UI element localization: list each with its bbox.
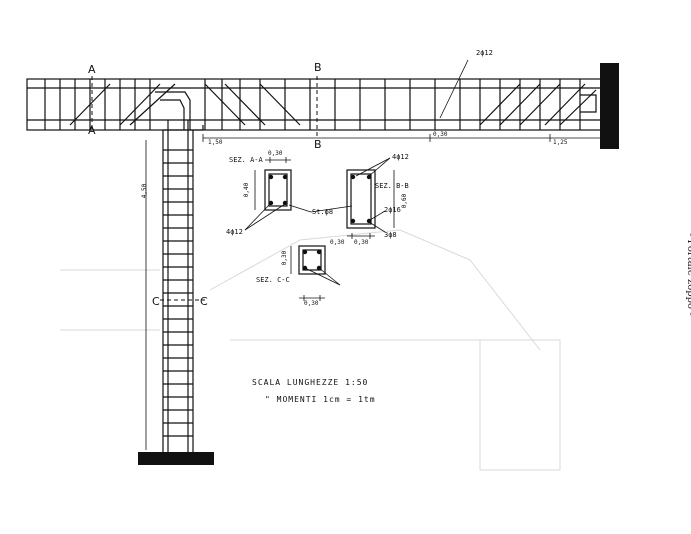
section-mark-c-right: C <box>200 295 208 308</box>
dim-mid: 0,30 <box>433 131 448 138</box>
dim-bb-height: 0,60 <box>401 193 409 209</box>
label-sez-bb: SEZ. B-B <box>375 182 409 190</box>
label-rebar-2phi16: 2ϕ16 <box>384 206 401 214</box>
dimension-ticks <box>269 157 371 301</box>
label-sez-aa: SEZ. A-A <box>229 156 263 164</box>
section-mark-a-bottom: A <box>88 124 96 137</box>
column <box>155 91 204 452</box>
leader-lines <box>244 59 469 286</box>
section-mark-a-top: A <box>88 63 96 76</box>
label-rebar-stirrup: St.ϕ8 <box>312 208 334 216</box>
background-bleed <box>60 229 561 471</box>
scale-note-line2: " MOMENTI 1cm = 1tm <box>265 395 376 404</box>
dim-cc-height: 0,30 <box>281 250 289 266</box>
label-rebar-3phi8: 3ϕ8 <box>384 231 397 239</box>
dim-right: 1,25 <box>553 139 568 146</box>
bottom-support <box>138 452 214 465</box>
dim-aa-height: 0,40 <box>243 182 251 198</box>
rebar-label-top-right: 2ϕ12 <box>476 49 493 57</box>
section-bb <box>346 169 395 237</box>
section-aa <box>254 159 292 211</box>
label-rebar-4phi12-top: 4ϕ12 <box>392 153 409 161</box>
section-cc <box>290 245 326 299</box>
right-support <box>600 63 619 149</box>
dim-cc-bottom: 0,30 <box>304 300 319 307</box>
section-cuts <box>91 76 318 301</box>
section-mark-c-left: C <box>152 295 160 308</box>
label-sez-cc: SEZ. C-C <box>256 276 290 284</box>
dim-aa-width: 0,30 <box>268 150 283 157</box>
side-title: - Portale zoppo - <box>685 233 691 316</box>
dim-left: 1,50 <box>208 139 223 146</box>
beam <box>26 78 602 131</box>
dim-cc-width: 0,30 <box>330 239 345 246</box>
dimension-line-beam <box>145 134 600 450</box>
scale-note-line1: SCALA LUNGHEZZE 1:50 <box>252 378 369 387</box>
section-mark-b-bottom: B <box>314 138 322 151</box>
section-mark-b-top: B <box>314 61 322 74</box>
label-rebar-4phi12-left: 4ϕ12 <box>226 228 243 236</box>
dim-bb-width: 0,30 <box>354 239 369 246</box>
dim-column: 4,50 <box>141 183 149 199</box>
